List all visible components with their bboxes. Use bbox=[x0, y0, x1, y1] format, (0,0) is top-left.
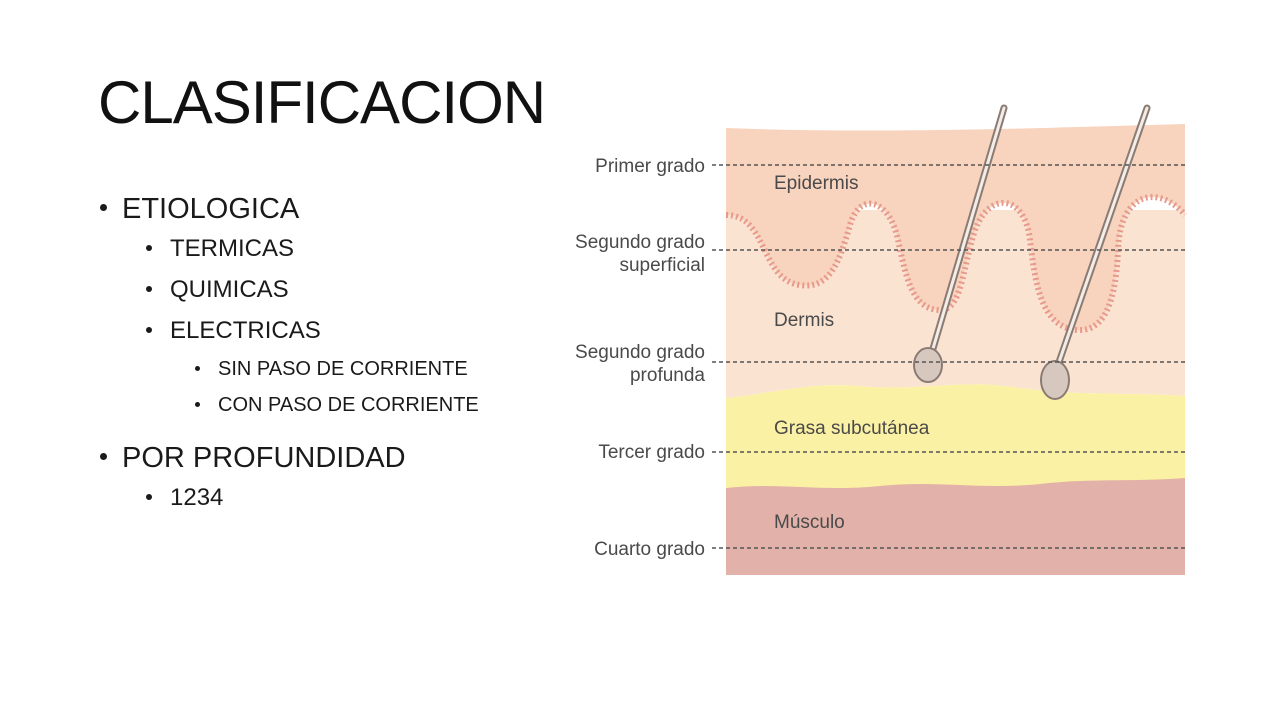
skin-burn-depth-diagram: Primer grado Segundo grado superficial S… bbox=[575, 104, 1188, 575]
depth-lines bbox=[712, 164, 1185, 549]
label-dermis: Dermis bbox=[774, 310, 834, 331]
epidermis-layer bbox=[726, 124, 1185, 330]
label-segundo-grado-sup: Segundo grado bbox=[575, 232, 705, 253]
bullet-dot bbox=[100, 453, 107, 460]
bullet-dot bbox=[146, 494, 152, 500]
bullet-etiologica: ETIOLOGICA bbox=[100, 190, 479, 228]
bullet-text: ETIOLOGICA bbox=[122, 193, 300, 225]
label-epidermis: Epidermis bbox=[774, 173, 858, 194]
bullet-dot bbox=[100, 204, 107, 211]
bullet-text: ELECTRICAS bbox=[170, 317, 321, 344]
bullet-dot bbox=[195, 402, 200, 407]
label-segundo-grado-prof: Segundo grado bbox=[575, 342, 705, 363]
bullet-grados: 1234 bbox=[100, 477, 479, 518]
bullet-dot bbox=[146, 327, 152, 333]
bullet-text: TERMICAS bbox=[170, 235, 295, 262]
label-primer-grado: Primer grado bbox=[595, 156, 705, 177]
bullet-con-paso: CON PASO DE CORRIENTE bbox=[100, 387, 479, 423]
bullet-electricas: ELECTRICAS bbox=[100, 310, 479, 351]
bullet-profundidad: POR PROFUNDIDAD bbox=[100, 439, 479, 477]
muscle-layer bbox=[726, 470, 1185, 575]
bullet-text: SIN PASO DE CORRIENTE bbox=[218, 358, 468, 380]
bullet-text: POR PROFUNDIDAD bbox=[122, 442, 406, 474]
bullet-dot bbox=[195, 366, 200, 371]
label-musculo: Músculo bbox=[774, 512, 845, 533]
bullet-quimicas: QUIMICAS bbox=[100, 269, 479, 310]
bullet-dot bbox=[146, 286, 152, 292]
label-superficial: superficial bbox=[619, 255, 705, 276]
label-grasa-subcutanea: Grasa subcutánea bbox=[774, 418, 930, 439]
bullet-text: QUIMICAS bbox=[170, 276, 289, 303]
bullet-sin-paso: SIN PASO DE CORRIENTE bbox=[100, 351, 479, 387]
hair-follicle-right bbox=[1040, 104, 1151, 400]
bullet-dot bbox=[146, 245, 152, 251]
fat-layer bbox=[726, 384, 1185, 488]
slide-title: CLASIFICACION bbox=[98, 69, 546, 136]
bullet-text: 1234 bbox=[170, 484, 224, 511]
hair-follicle-left bbox=[913, 104, 1008, 383]
bullet-termicas: TERMICAS bbox=[100, 228, 479, 269]
bullet-text: CON PASO DE CORRIENTE bbox=[218, 394, 479, 416]
label-tercer-grado: Tercer grado bbox=[598, 442, 705, 463]
label-cuarto-grado: Cuarto grado bbox=[594, 539, 705, 560]
label-profunda: profunda bbox=[630, 365, 705, 386]
bullet-list: ETIOLOGICA TERMICAS QUIMICAS ELECTRICAS … bbox=[100, 190, 479, 518]
